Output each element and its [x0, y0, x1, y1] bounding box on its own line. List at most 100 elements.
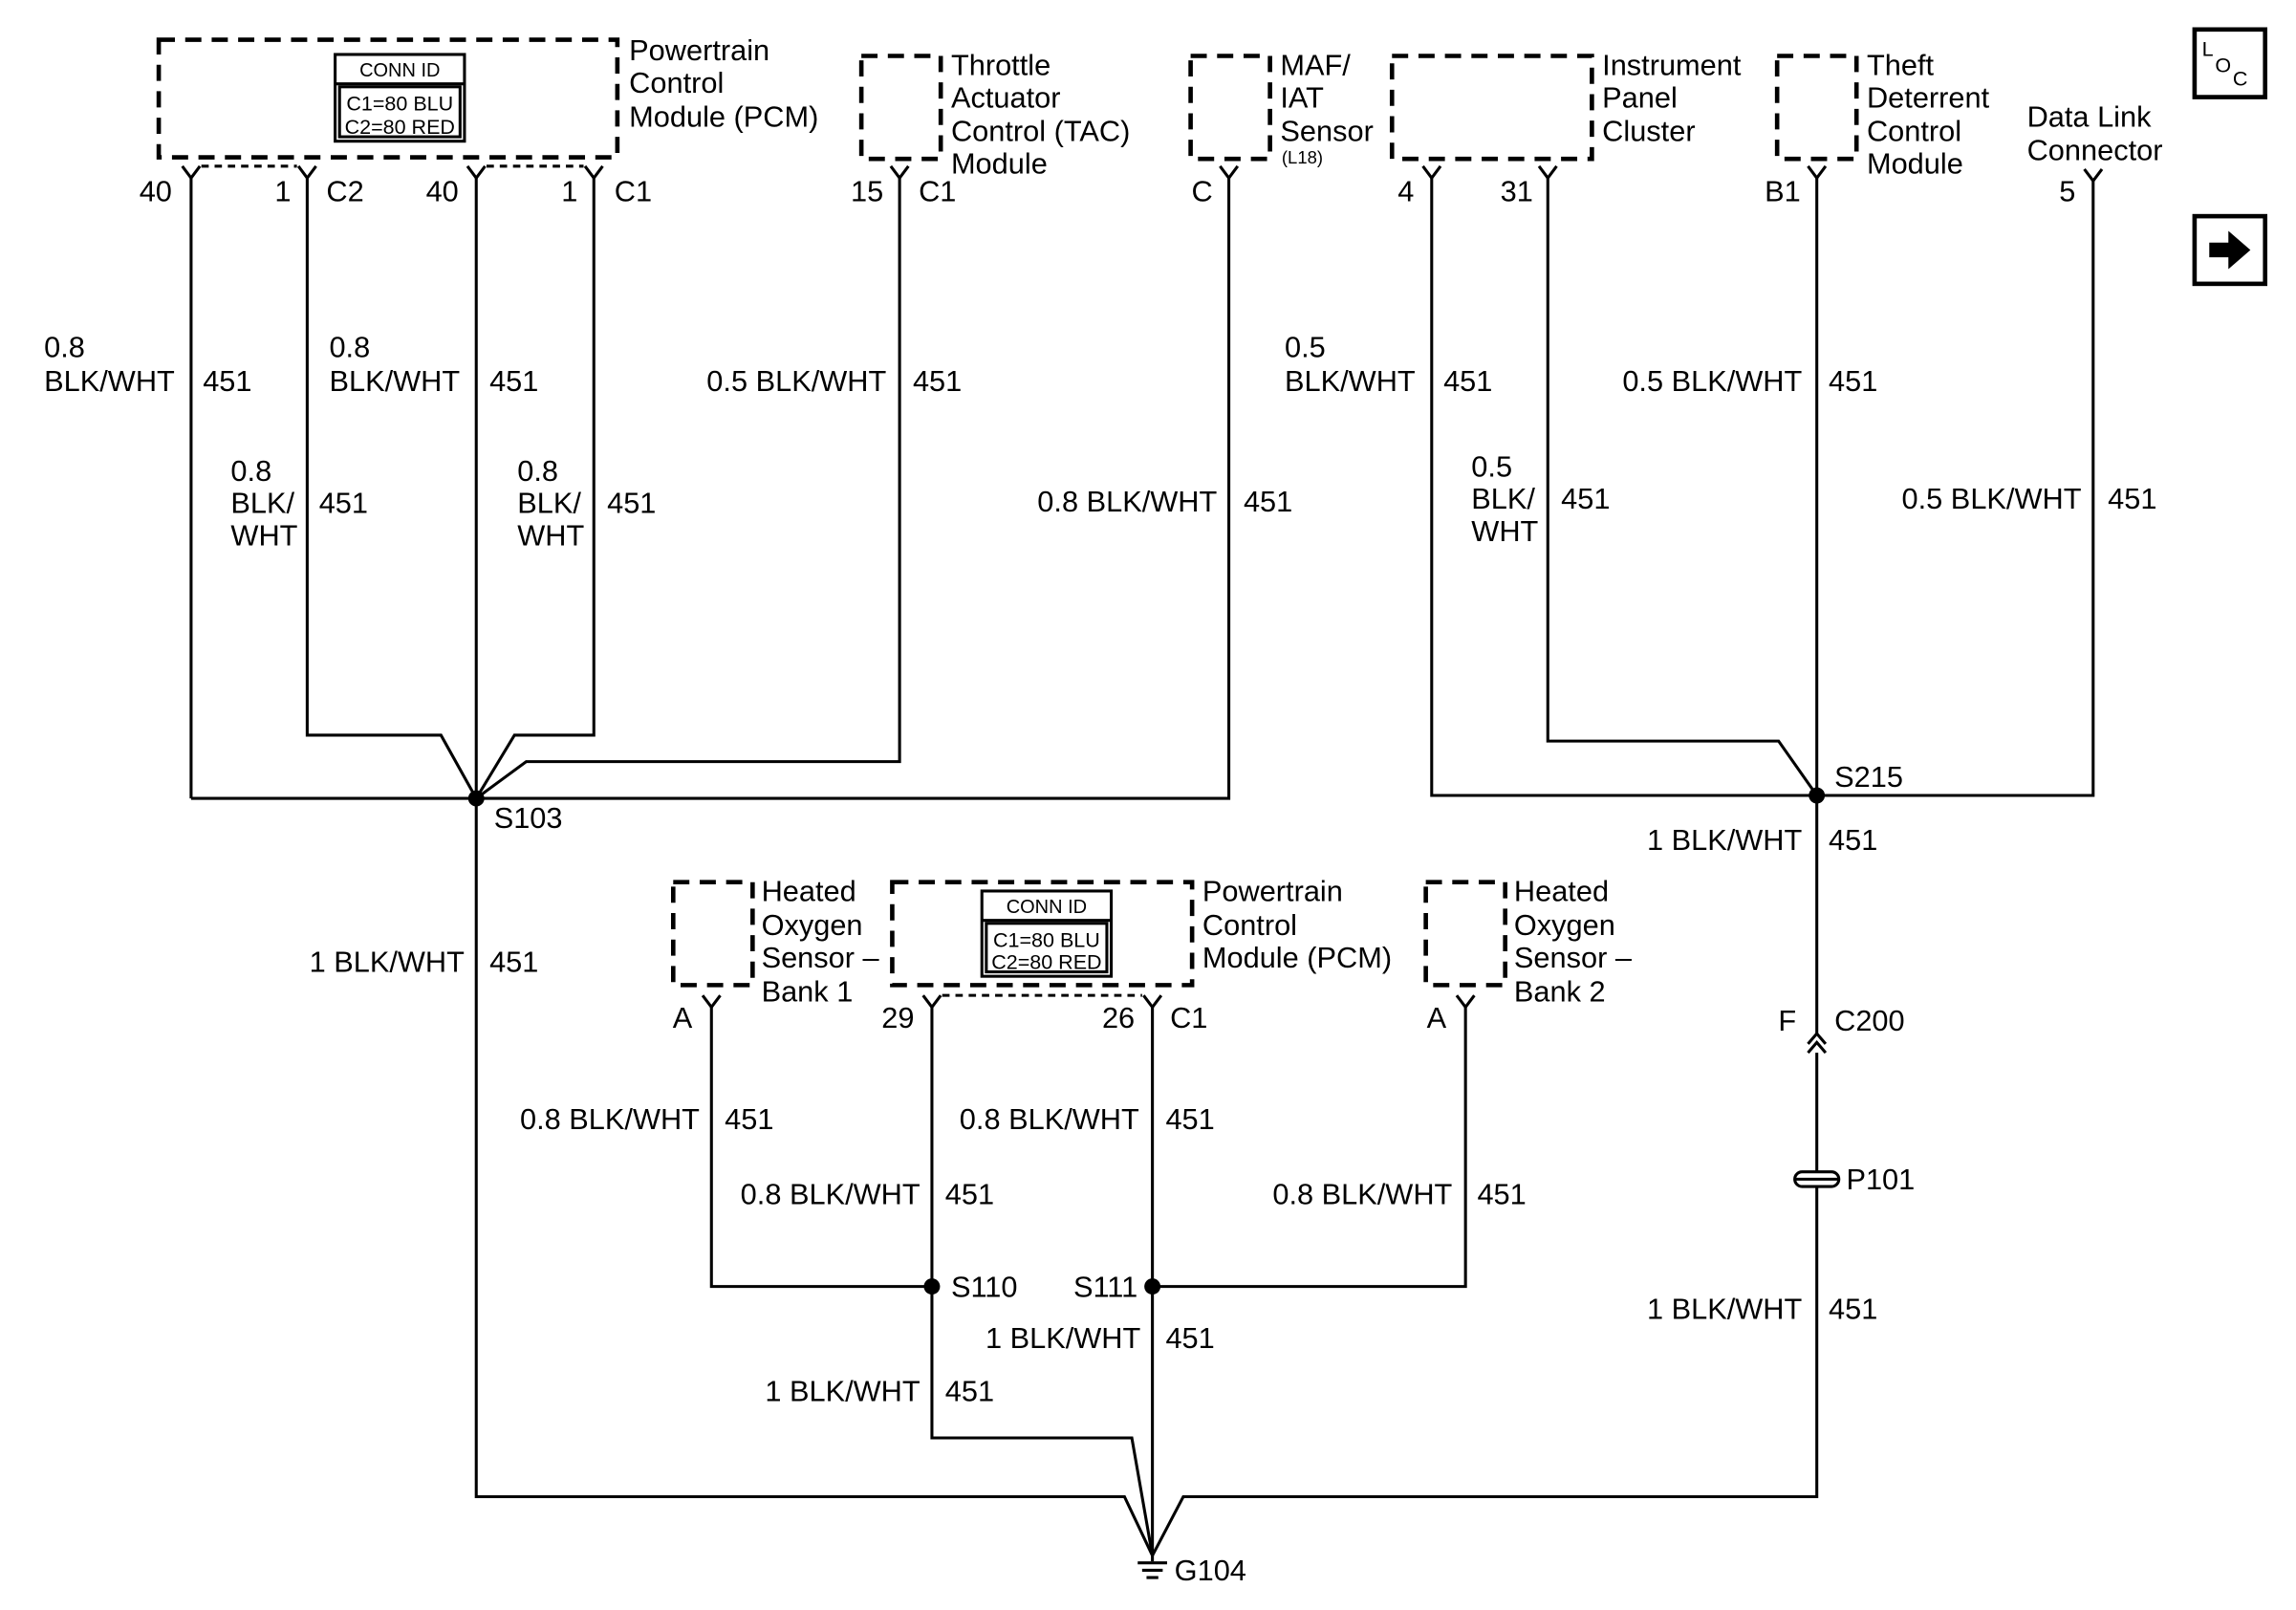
- maf-iat-label-line-2: IAT: [1280, 80, 1324, 114]
- wire-color-label: BLK/WHT: [1285, 364, 1416, 398]
- loc-icon[interactable]: L O C: [2192, 27, 2268, 99]
- ground-g104: G104: [1137, 1554, 1246, 1587]
- conn-id-c2: C2=80 RED: [345, 116, 455, 139]
- maf-iat-box: [1188, 54, 1272, 162]
- tac-connector-id: C1: [919, 175, 956, 208]
- wire-size-color-label: 1 BLK/WHT: [765, 1375, 921, 1408]
- pass-through-p101-label: P101: [1846, 1163, 1915, 1196]
- circuit-number-label: 451: [1165, 1321, 1214, 1355]
- wire-color-label: BLK/: [517, 487, 581, 520]
- splice-s111-dot: [1144, 1278, 1161, 1295]
- conn-id-frame: [980, 889, 1114, 978]
- ho2s-bank2-label: Heated Oxygen Sensor – Bank 2: [1514, 875, 1633, 1009]
- pin-labels: 40 1 C2 40 1 C1 15 C1 C 4 31 B1 5 A 29 2…: [140, 175, 2076, 1034]
- module-boxes: [156, 37, 1859, 988]
- terminal-symbol: [701, 994, 722, 1011]
- wire-color-label: BLK/: [1471, 482, 1535, 515]
- splice-s110-label: S110: [951, 1270, 1018, 1303]
- wire-color-label: WHT: [1471, 514, 1538, 548]
- wire-labels: 0.8 BLK/WHT 451 0.8 BLK/ WHT 451 0.8 BLK…: [44, 331, 2156, 1408]
- splice-s215-label: S215: [1834, 760, 1903, 794]
- dlc-label-line-2: Connector: [2027, 134, 2163, 167]
- circuit-number-label: 451: [913, 364, 962, 398]
- inline-connector-c200-icon: [1807, 1031, 1828, 1055]
- ho2s-bank2-pin-a: A: [1427, 1001, 1447, 1034]
- dlc-label: Data Link Connector: [2027, 99, 2163, 166]
- pcm-c1-connector-id: C1: [615, 175, 652, 208]
- wire-ho2s-bank1: [709, 1007, 932, 1289]
- splices: S103 S215 S110 S111: [467, 760, 1903, 1303]
- ho2s-bank2-label-line-4: Bank 2: [1514, 974, 1606, 1008]
- tdcm-label-line-4: Module: [1867, 147, 1963, 181]
- wire-size-color-label: 1 BLK/WHT: [1647, 823, 1803, 857]
- wire-s103-to-g104: [474, 798, 1155, 1556]
- wire-size-color-label: 1 BLK/WHT: [986, 1321, 1141, 1355]
- splice-s103-label: S103: [494, 801, 563, 835]
- terminal-symbol: [921, 994, 942, 1011]
- pcm-c2-pin-40: 40: [140, 175, 172, 208]
- wire-size-color-label: 1 BLK/WHT: [310, 946, 466, 979]
- ho2s-bank2-label-line-2: Oxygen: [1514, 908, 1615, 942]
- wire-c200-to-g104: [1151, 1053, 1819, 1556]
- circuit-number-label: 451: [1561, 482, 1610, 515]
- wire-tac: [475, 178, 901, 800]
- ho2s-bank2-label-line-1: Heated: [1514, 875, 1609, 908]
- conn-id-inner-frame: [337, 85, 462, 139]
- circuit-number-label: 451: [725, 1102, 773, 1136]
- maf-iat-label-line-1: MAF/: [1280, 48, 1351, 81]
- wire-size-label: 0.5: [1285, 331, 1326, 364]
- circuit-number-label: 451: [1244, 485, 1292, 518]
- conn-id-header: CONN ID: [359, 60, 440, 81]
- terminal-symbol: [1537, 164, 1558, 181]
- right-arrow-icon[interactable]: [2192, 213, 2268, 287]
- circuit-number-label: 451: [1829, 823, 1877, 857]
- circuit-number-label: 451: [1829, 364, 1877, 398]
- wire-size-label: 0.8: [44, 331, 85, 364]
- wire-size-label: 0.5: [1471, 449, 1512, 483]
- wire-color-label: WHT: [517, 519, 584, 553]
- maf-iat-label-line-3: Sensor: [1280, 115, 1373, 148]
- wire-size-label: 0.8: [517, 454, 558, 488]
- inline-connector-c200-pin: F: [1778, 1004, 1796, 1037]
- pcm-lower-label-line-2: Control: [1202, 908, 1297, 942]
- circuit-number-label: 451: [607, 487, 656, 520]
- circuit-number-label: 451: [1477, 1178, 1526, 1211]
- circuit-number-label: 451: [203, 364, 251, 398]
- tac-label: Throttle Actuator Control (TAC) Module: [951, 48, 1130, 180]
- pcm-lower-label: Powertrain Control Module (PCM): [1202, 875, 1392, 974]
- tdcm-label-line-2: Deterrent: [1867, 80, 1990, 114]
- terminal-symbol: [583, 164, 604, 181]
- ho2s-bank1-box: [670, 880, 755, 988]
- circuit-number-label: 451: [319, 487, 368, 520]
- wire-color-label: BLK/: [230, 487, 294, 520]
- pcm-lower-conn-id: CONN ID C1=80 BLU C2=80 RED: [980, 889, 1114, 978]
- conn-id-inner-frame: [985, 922, 1109, 974]
- loc-button[interactable]: [2192, 27, 2268, 99]
- ho2s-bank1-pin-a: A: [673, 1001, 693, 1034]
- ho2s-bank1-label-line-1: Heated: [762, 875, 856, 908]
- wire-size-color-label: 0.5 BLK/WHT: [1622, 364, 1802, 398]
- wire-size-color-label: 0.8 BLK/WHT: [520, 1102, 700, 1136]
- loc-icon-letter-o: O: [2215, 54, 2231, 76]
- terminal-symbol: [2083, 167, 2104, 184]
- conn-id-frame: [334, 53, 466, 143]
- dlc-label-line-1: Data Link: [2027, 99, 2153, 133]
- terminal-symbol: [1142, 994, 1163, 1011]
- conn-id-c2: C2=80 RED: [991, 950, 1101, 973]
- ho2s-bank2-label-line-3: Sensor –: [1514, 941, 1633, 974]
- wire-size-color-label: 0.8 BLK/WHT: [960, 1102, 1139, 1136]
- tdcm-pin-b1: B1: [1765, 175, 1801, 208]
- tdcm-box: [1774, 54, 1859, 162]
- ipc-label-line-2: Panel: [1602, 80, 1678, 114]
- ho2s-bank1-label: Heated Oxygen Sensor – Bank 1: [762, 875, 880, 1009]
- pcm-upper-label: Powertrain Control Module (PCM): [629, 33, 818, 133]
- ho2s-bank2-box: [1423, 880, 1507, 988]
- wires: [189, 178, 2095, 1562]
- circuit-number-label: 451: [1829, 1292, 1877, 1325]
- wire-dlc: [1816, 181, 2095, 797]
- tdcm-label-line-3: Control: [1867, 115, 1961, 148]
- terminal-symbol: [1421, 164, 1442, 181]
- pcm-lower-pin-26: 26: [1102, 1001, 1135, 1034]
- wire-color-label: WHT: [230, 519, 297, 553]
